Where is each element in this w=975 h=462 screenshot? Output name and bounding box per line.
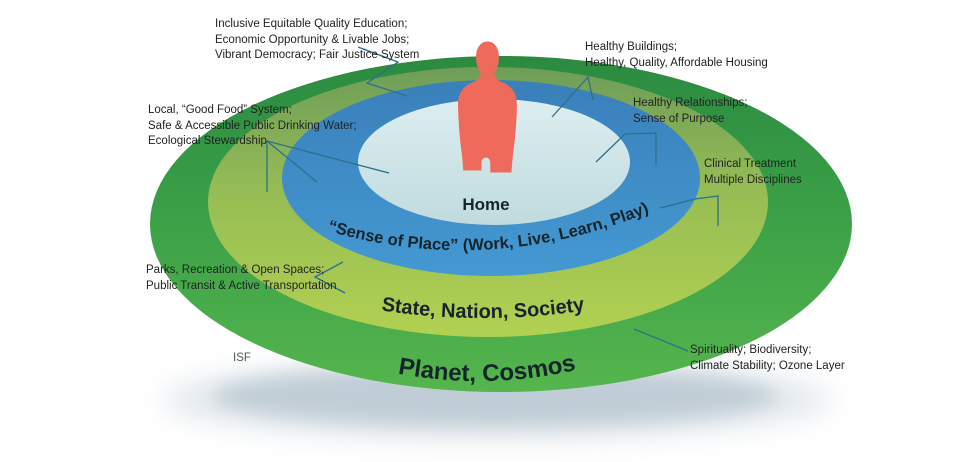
leader-line-relationships [595,132,657,164]
leader-line-clinical [659,195,719,226]
leader-line-education [357,46,408,97]
annotation-education: Inclusive Equitable Quality Education; E… [215,18,420,61]
leader-line-housing [551,75,594,118]
leader-lines [266,46,719,352]
leader-line-parks [313,261,346,294]
leader-line-food-water-2 [266,140,318,183]
watermark-isf: ISF [233,352,251,364]
annotation-clinical-treatment: Clinical Treatment Multiple Disciplines [704,158,802,186]
annotation-parks-transit: Parks, Recreation & Open Spaces; Public … [146,264,337,292]
leader-line-environment [633,328,689,352]
annotation-housing: Healthy Buildings; Healthy, Quality, Aff… [585,41,768,69]
ground-shadow [162,360,832,440]
annotation-relationships: Healthy Relationships; Sense of Purpose [633,97,748,125]
annotation-food-water: Local, “Good Food” System; Safe & Access… [148,104,357,147]
annotation-environment: Spirituality; Biodiversity; Climate Stab… [690,344,845,372]
ring-label-home: Home [462,195,509,214]
leader-line-food-water-3 [266,140,390,174]
person-silhouette [457,41,517,173]
